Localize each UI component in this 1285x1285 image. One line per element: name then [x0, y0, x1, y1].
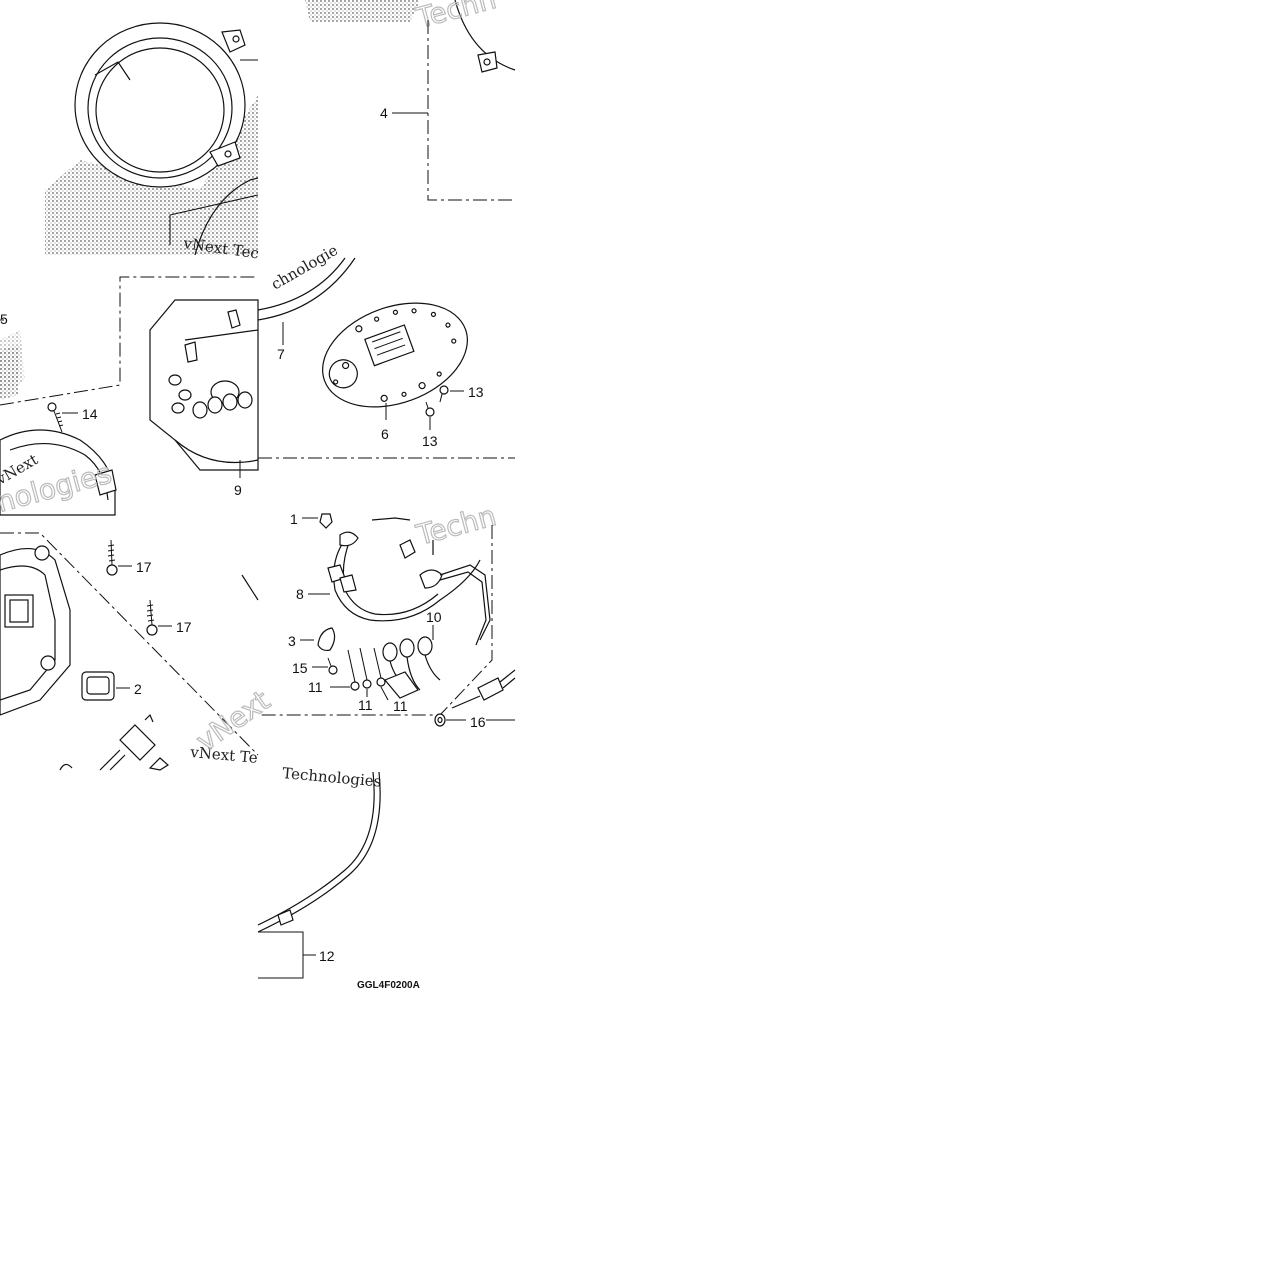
connector-parts	[59, 713, 170, 771]
callout-11-left: 11	[308, 679, 323, 695]
shadow-area	[0, 345, 20, 400]
tile-middle-middle: 7 6 13	[257, 241, 515, 459]
tile-lower-left: 17 17 2 vNext Te vNext	[0, 532, 277, 771]
callout-7: 7	[277, 346, 285, 362]
cable-end	[241, 574, 259, 601]
washer-16	[434, 713, 446, 727]
dashed-group-line-5	[0, 276, 258, 406]
callout-16: 16	[470, 714, 486, 730]
screw-13-upper	[439, 385, 449, 403]
meter-panel	[322, 302, 468, 408]
callout-12: 12	[319, 948, 335, 964]
headlight-rim-lower	[0, 429, 117, 516]
tile-top-middle: Techn 4	[305, 0, 516, 201]
callout-3: 3	[288, 633, 296, 649]
watermark-text: vNext Te	[189, 743, 259, 767]
sockets-10	[382, 636, 441, 699]
screw-15	[327, 657, 338, 675]
screw-13-lower	[425, 401, 435, 417]
dashed-group-border	[258, 525, 493, 716]
drawing-code: GGL4F0200A	[357, 980, 420, 991]
callout-15: 15	[292, 660, 308, 676]
callout-17-upper: 17	[136, 559, 152, 575]
callout-4: 4	[380, 105, 388, 121]
callout-17-lower: 17	[176, 619, 192, 635]
watermark-text: Technologies	[282, 764, 382, 791]
callout-9: 9	[234, 482, 242, 498]
tile-middle-left: 5 9 14	[0, 276, 259, 519]
watermark-text: chnologie	[268, 241, 341, 294]
speedo-cable-end	[451, 669, 516, 709]
callout-5: 5	[0, 311, 8, 327]
callout-13-upper: 13	[468, 384, 484, 400]
callout-6: 6	[381, 426, 389, 442]
watermark-text: Techn	[412, 0, 499, 35]
screw-17-lower	[146, 599, 158, 636]
callout-13-lower: 13	[422, 433, 438, 449]
headlight-body	[194, 177, 259, 256]
screws-11	[347, 647, 386, 691]
callout-8: 8	[296, 586, 304, 602]
callout-14: 14	[82, 406, 98, 422]
headlight-case	[0, 545, 71, 716]
meter-case	[149, 299, 259, 471]
dashed-group-line-4	[427, 20, 515, 201]
tile-lower-middle: 1 8 10 3	[258, 498, 516, 791]
callout-11-right: 11	[393, 698, 408, 714]
bulb-1	[319, 513, 333, 529]
shadow-area	[45, 95, 258, 255]
callout-10: 10	[426, 609, 442, 625]
shadow-area	[305, 0, 420, 22]
dashed-group-line-lower	[0, 532, 259, 756]
screw-14	[47, 402, 64, 433]
headlight-rim	[74, 22, 258, 188]
speedometer-cable	[257, 771, 381, 933]
screw-17-upper	[106, 539, 118, 576]
meter-lens	[257, 257, 356, 321]
tile-bottom-middle: 12 GGL4F0200A	[257, 771, 420, 991]
wire-harness-8	[327, 517, 491, 646]
callout-1: 1	[290, 511, 298, 527]
meter-case-edge	[454, 0, 516, 71]
rubber-cap-2	[81, 671, 115, 701]
callout-2: 2	[134, 681, 142, 697]
clamp-3	[317, 627, 336, 652]
tile-top-left: vNext Tec	[0, 22, 260, 395]
watermark-text: Techn	[412, 499, 499, 552]
callout-11-middle: 11	[358, 697, 373, 713]
